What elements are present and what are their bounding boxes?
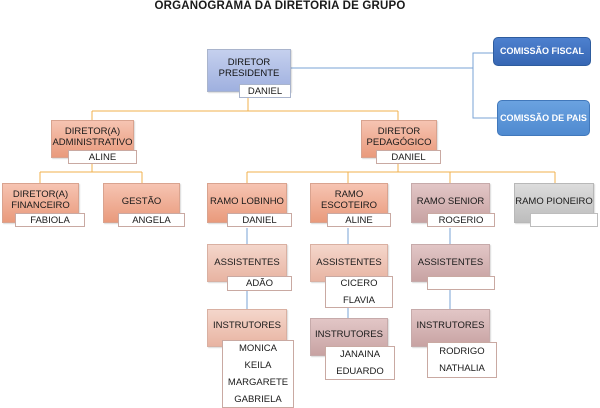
list-item: JANAINA	[339, 349, 381, 360]
lobinho-assistentes-name: ADÃO	[227, 276, 292, 291]
senior-assistentes-label: ASSISTENTES	[417, 257, 484, 268]
list-item: NATHALIA	[439, 363, 485, 374]
ramo-senior-label: RAMO SENIOR	[416, 196, 485, 207]
list-item: FLAVIA	[342, 295, 376, 306]
senior-instrutores-label: INSTRUTORES	[416, 320, 485, 331]
ramo-senior-name: ROGERIO	[427, 213, 495, 227]
ramo-lobinho-name: DANIEL	[227, 213, 292, 227]
comissao-fiscal-box: COMISSÃO FISCAL	[493, 37, 591, 66]
diretor-administrativo-name: ALINE	[68, 150, 137, 164]
comissao-pais-line2: PAIS	[566, 112, 587, 123]
diretor-administrativo-line2: ADMINISTRATIVO	[52, 137, 133, 148]
comissao-pais-line1: COMISSÃO DE	[500, 112, 565, 123]
diretor-presidente-name: DANIEL	[239, 84, 291, 98]
senior-assistentes-box: ASSISTENTES	[411, 244, 490, 282]
list-item: KEILA	[244, 360, 272, 371]
escoteiro-assistentes-label: ASSISTENTES	[316, 257, 382, 268]
list-item: MONICA	[239, 343, 277, 354]
ramo-escoteiro-name: ALINE	[327, 213, 391, 227]
gestao-label: GESTÃO	[121, 196, 162, 207]
ramo-escoteiro-line2: ESCOTEIRO	[321, 200, 377, 211]
lobinho-assistentes-label: ASSISTENTES	[214, 257, 280, 268]
comissao-pais-box: COMISSÃO DE PAIS	[497, 100, 590, 136]
lobinho-instrutores-label: INSTRUTORES	[213, 320, 281, 331]
diretor-financeiro-name: FABIOLA	[15, 213, 85, 227]
ramo-pioneiro-name	[530, 213, 598, 227]
list-item: CICERO	[340, 278, 378, 289]
list-item: MARGARETE	[227, 377, 289, 388]
ramo-lobinho-label: RAMO LOBINHO	[210, 196, 284, 207]
diretor-administrativo-line1: DIRETOR(A)	[64, 126, 121, 137]
escoteiro-instrutores-label: INSTRUTORES	[315, 329, 383, 340]
list-item: GABRIELA	[234, 394, 282, 405]
diretor-presidente-line1: DIRETOR	[227, 57, 271, 68]
ramo-escoteiro-line1: RAMO	[334, 189, 364, 200]
diretor-financeiro-line2: FINANCEIRO	[11, 200, 70, 211]
escoteiro-assistentes-list: CICERO FLAVIA	[325, 276, 393, 308]
escoteiro-instrutores-list: JANAINA EDUARDO	[325, 346, 395, 380]
diretor-presidente-line2: PRESIDENTE	[218, 68, 280, 79]
list-item: EDUARDO	[336, 366, 384, 377]
lobinho-instrutores-list: MONICA KEILA MARGARETE GABRIELA	[222, 340, 294, 408]
ramo-pioneiro-label: RAMO PIONEIRO	[515, 196, 593, 207]
list-item: RODRIGO	[439, 346, 485, 357]
gestao-name: ANGELA	[118, 213, 185, 227]
diretor-pedagogico-name: DANIEL	[376, 150, 441, 164]
diretor-pedagogico-line1: DIRETOR	[377, 126, 421, 137]
senior-assistentes-name	[427, 276, 495, 290]
diretor-pedagogico-line2: PEDAGÓGICO	[366, 137, 432, 148]
diretor-financeiro-line1: DIRETOR(A)	[12, 189, 69, 200]
chart-title: ORGANOGRAMA DA DIRETORIA DE GRUPO	[154, 0, 406, 12]
diretor-financeiro-box: DIRETOR(A) FINANCEIRO	[2, 183, 79, 223]
senior-instrutores-list: RODRIGO NATHALIA	[427, 342, 497, 378]
